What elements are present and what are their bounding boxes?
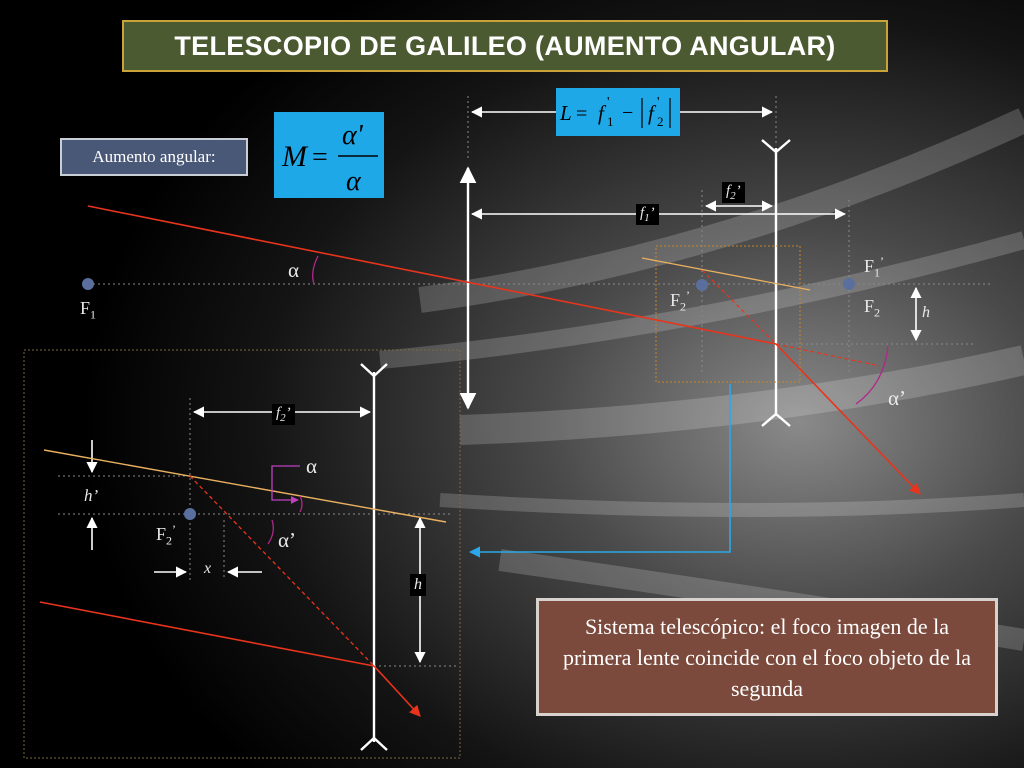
detail-focus-F2-prime-dot <box>184 508 196 520</box>
label-F2-prime-top: F2’ <box>670 288 690 315</box>
eq-term1-sup: ' <box>607 95 610 110</box>
detail-label-x: x <box>204 560 212 577</box>
telescopic-system-note: Sistema telescópico: el foco imagen de l… <box>536 598 998 716</box>
zoom-connector <box>468 384 731 558</box>
eq-term2: f <box>648 101 657 125</box>
detail-label-alpha: α <box>306 454 318 478</box>
label-f1-prime-top: f1’ <box>636 204 659 225</box>
eq-term2-sup: ' <box>657 95 660 110</box>
label-f2-prime: ’ <box>735 183 741 199</box>
label-F1-prime-top: F1’ <box>864 254 884 281</box>
tube-length-formula: L = f ' 1 − f ' 2 <box>556 88 680 136</box>
eq-lhs: L <box>559 101 572 125</box>
detail-F2p-prime: ’ <box>172 522 177 536</box>
detail-label-h-prime: h’ <box>84 486 99 505</box>
detail-alpha-prime-arc <box>267 519 274 545</box>
zoom-box-top <box>655 245 801 383</box>
label-f1-prime: ’ <box>649 205 655 221</box>
parallel-ray-top <box>641 257 811 291</box>
label-f2-sub: 2 <box>730 190 736 202</box>
formula-lhs: M <box>281 140 309 173</box>
detail-f2-f: f <box>276 405 281 421</box>
detail-F2p-sub: 2 <box>166 533 173 548</box>
label-f2-prime-top: f2’ <box>722 182 745 203</box>
aumento-angular-label: Aumento angular: <box>60 138 248 176</box>
label-F1-F: F <box>80 298 91 318</box>
eq-minus: − <box>622 102 633 124</box>
label-f1-sub: 1 <box>644 212 650 224</box>
detail-frame <box>23 349 461 759</box>
detail-emergent-ray <box>373 665 421 717</box>
label-F1: F1 <box>80 298 96 323</box>
alpha-prime-arc-top <box>855 345 889 405</box>
label-F2-F: F <box>864 296 875 316</box>
label-f2-f: f <box>726 183 731 199</box>
focus-F1-prime-dot <box>843 278 855 290</box>
detail-label-alpha-prime: α’ <box>278 528 296 552</box>
label-F2p-F: F <box>670 290 681 310</box>
label-F1p-prime: ’ <box>880 254 885 268</box>
emergent-ray-top <box>775 343 921 495</box>
eq-term2-sub: 2 <box>657 114 664 129</box>
eyepiece-lens-detail <box>360 363 388 751</box>
label-F1-sub: 1 <box>90 307 97 322</box>
eyepiece-lens-top <box>761 139 791 427</box>
detail-virtual-ray <box>189 475 375 667</box>
detail-label-F2-prime: F2’ <box>156 522 176 549</box>
alpha-arc-top <box>312 255 319 285</box>
label-F1p-sub: 1 <box>874 265 881 280</box>
label-F2-sub: 2 <box>874 305 881 320</box>
focus-F2-prime-dot <box>696 279 708 291</box>
focus-F1-dot <box>82 278 94 290</box>
label-F2-top: F2 <box>864 296 880 321</box>
detail-alpha-arc <box>299 495 303 513</box>
label-h-top: h <box>922 304 930 321</box>
detail-label-h: h <box>410 574 426 596</box>
formula-denominator: α <box>346 166 362 197</box>
detail-F2p-F: F <box>156 524 167 544</box>
detail-incident-ray <box>39 601 375 667</box>
eq-term1: f <box>598 101 607 125</box>
detail-alpha-bracket <box>271 465 300 504</box>
incident-ray-top <box>87 205 777 345</box>
detail-parallel-ray <box>43 449 447 523</box>
angular-magnification-formula: M = α' α <box>274 112 384 198</box>
slide-title: TELESCOPIO DE GALILEO (AUMENTO ANGULAR) <box>122 20 888 72</box>
detail-f2-prime: ’ <box>285 405 291 421</box>
virtual-ray-top <box>701 269 777 345</box>
label-f1-f: f <box>640 205 645 221</box>
label-alpha-prime-top: α’ <box>888 386 906 410</box>
label-F2p-sub: 2 <box>680 299 687 314</box>
eq-equals: = <box>576 103 587 125</box>
extension-ray-top <box>775 343 881 367</box>
detail-f2-sub: 2 <box>280 412 286 424</box>
eq-term1-sub: 1 <box>607 114 614 129</box>
label-F2p-prime: ’ <box>686 288 691 302</box>
label-alpha-top: α <box>288 258 300 282</box>
detail-label-f2-prime: f2’ <box>272 404 295 425</box>
label-F1p-F: F <box>864 256 875 276</box>
formula-equals: = <box>312 142 328 173</box>
formula-numerator: α' <box>342 120 364 151</box>
